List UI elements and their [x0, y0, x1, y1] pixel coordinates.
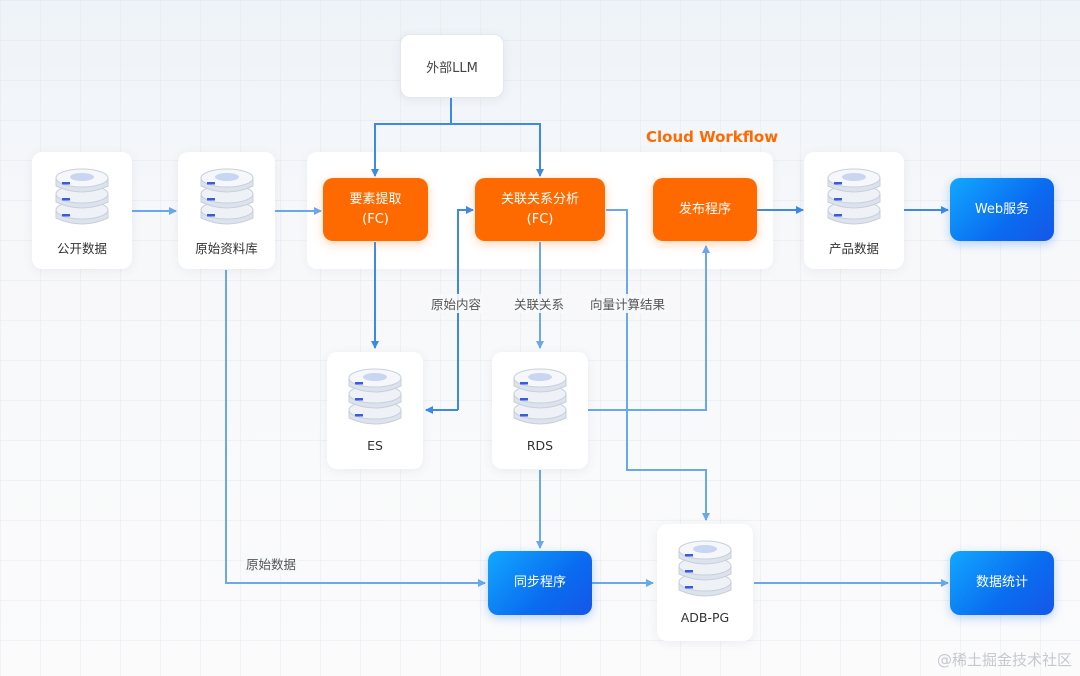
database-icon	[513, 368, 567, 425]
element-extract-subtitle: (FC)	[362, 211, 389, 227]
edge-llm-to-extract	[371, 123, 451, 177]
database-icon	[55, 168, 109, 225]
relation-analysis-node[interactable]: 关联关系分析 (FC)	[475, 178, 605, 241]
element-extract-node[interactable]: 要素提取 (FC)	[323, 178, 428, 241]
relation-analysis-subtitle: (FC)	[526, 211, 554, 227]
edge-analysis-to-adb	[606, 209, 710, 521]
edge-es-to-analysis	[457, 206, 474, 410]
database-icon	[200, 168, 253, 225]
raw-library-node[interactable]: 原始资料库	[178, 152, 275, 269]
relation-analysis-title: 关联关系分析	[500, 191, 579, 207]
edge-rds-to-publish	[588, 245, 710, 411]
external-llm-label: 外部LLM	[426, 60, 478, 76]
public-data-node[interactable]: 公开数据	[32, 152, 132, 269]
publish-label: 发布程序	[678, 201, 731, 217]
publish-node[interactable]: 发布程序	[653, 178, 757, 241]
watermark: @稀土掘金技术社区	[936, 651, 1072, 669]
product-data-label: 产品数据	[828, 241, 879, 256]
sync-node[interactable]: 同步程序	[488, 551, 592, 615]
external-llm-node[interactable]: 外部LLM	[400, 34, 504, 98]
web-service-label: Web服务	[974, 201, 1030, 217]
sync-label: 同步程序	[513, 575, 566, 590]
edge-label-relation: 关联关系	[512, 294, 567, 313]
edge-label-raw-data: 原始数据	[244, 554, 299, 573]
data-stats-label: 数据统计	[975, 575, 1028, 590]
cloud-workflow-title: Cloud Workflow	[646, 128, 779, 146]
rds-label: RDS	[526, 438, 554, 453]
database-icon	[348, 368, 402, 425]
edge-label-raw-content: 原始内容	[429, 294, 484, 313]
web-service-node[interactable]: Web服务	[950, 178, 1054, 241]
data-stats-node[interactable]: 数据统计	[950, 551, 1054, 615]
adb-pg-node[interactable]: ADB-PG	[657, 524, 753, 641]
es-label: ES	[367, 438, 383, 453]
database-icon	[827, 168, 881, 225]
element-extract-title: 要素提取	[349, 191, 402, 207]
edge-label-vector-result: 向量计算结果	[588, 294, 668, 313]
public-data-label: 公开数据	[56, 241, 107, 256]
es-node[interactable]: ES	[327, 352, 423, 469]
edge-llm-to-analysis	[451, 123, 544, 177]
database-icon	[678, 540, 732, 597]
adb-pg-label: ADB-PG	[680, 610, 730, 625]
edge-raw-to-sync	[225, 270, 486, 587]
rds-node[interactable]: RDS	[492, 352, 588, 469]
product-data-node[interactable]: 产品数据	[804, 152, 904, 269]
raw-library-label: 原始资料库	[195, 241, 258, 256]
